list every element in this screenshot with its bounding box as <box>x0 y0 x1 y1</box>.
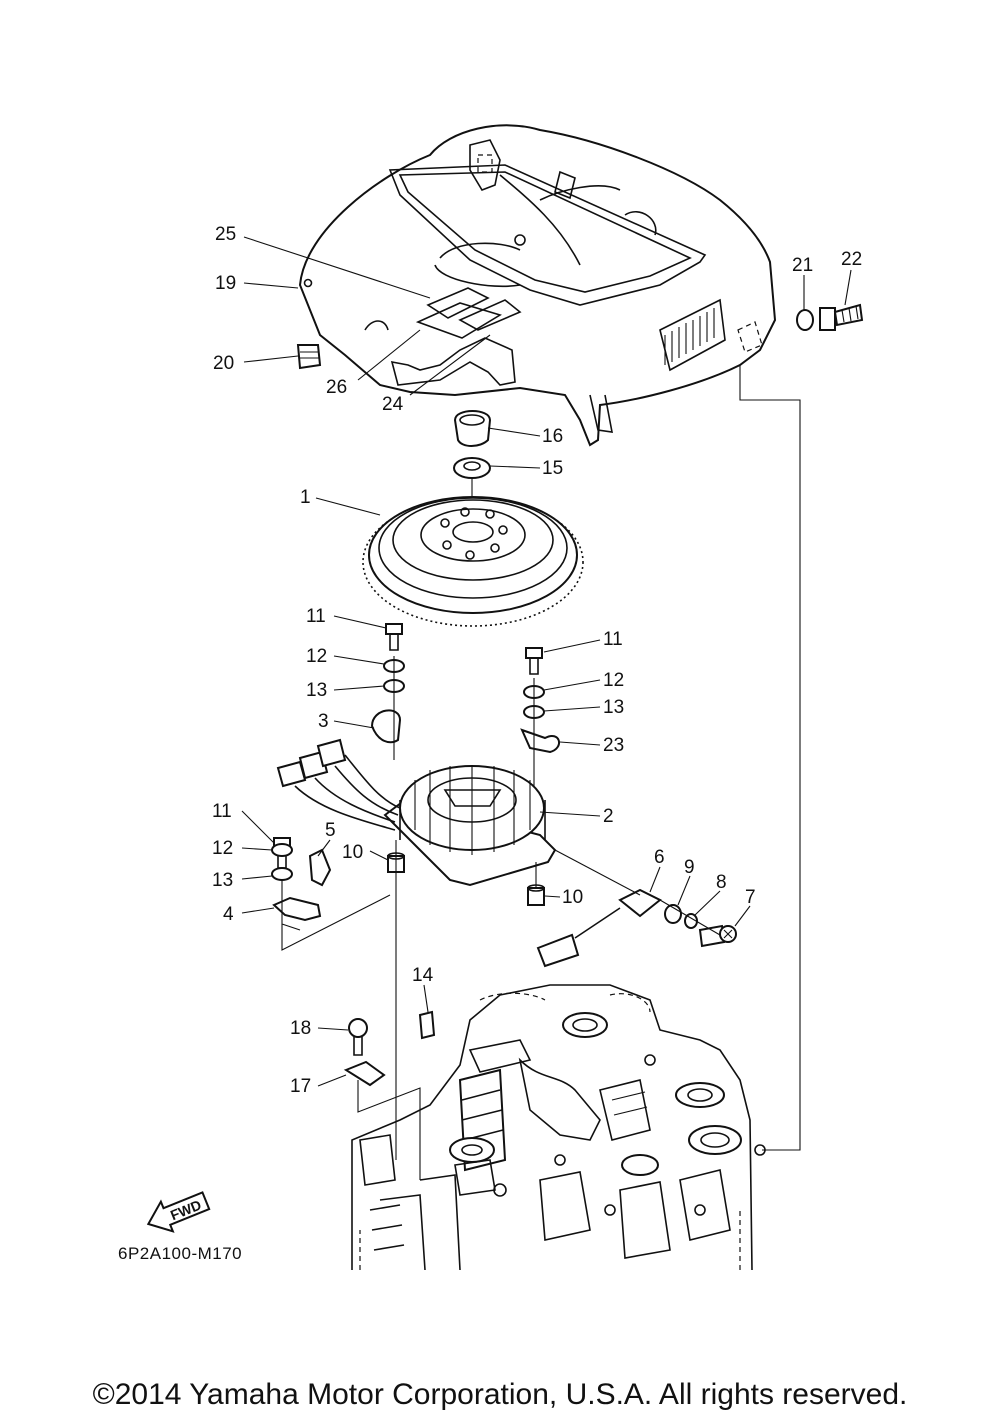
callout-6: 6 <box>654 847 665 868</box>
callout-13-left-upper: 13 <box>306 680 327 701</box>
callout-labels: 25 19 20 26 24 21 22 16 15 1 11 12 13 3 … <box>212 224 862 1097</box>
stator-connectors <box>276 738 401 831</box>
callout-14: 14 <box>412 965 434 986</box>
engine-block <box>351 984 766 1271</box>
callout-25: 25 <box>215 224 236 245</box>
dowel-14 <box>418 1010 436 1040</box>
figure-code: 6P2A100-M170 <box>118 1244 243 1263</box>
callout-12-left-upper: 12 <box>306 646 327 667</box>
callout-11-right: 11 <box>603 629 623 650</box>
callout-15: 15 <box>542 458 563 479</box>
callout-26: 26 <box>326 377 347 398</box>
callout-5: 5 <box>325 820 336 841</box>
flywheel-nut-16 <box>453 410 492 447</box>
callout-11-left-lower: 11 <box>212 801 232 822</box>
callout-3: 3 <box>318 711 329 732</box>
callout-12-left-lower: 12 <box>212 838 233 859</box>
washer-12-left-lower <box>271 843 293 857</box>
bolt-11-right <box>525 647 543 675</box>
parts-diagram: 25 19 20 26 24 21 22 16 15 1 11 12 13 3 … <box>146 124 864 1271</box>
clamp-3 <box>370 709 402 744</box>
callout-21: 21 <box>792 255 813 276</box>
callout-2: 2 <box>603 806 614 827</box>
callout-23: 23 <box>603 735 624 756</box>
clip-5 <box>308 848 332 887</box>
bracket-17 <box>343 1060 386 1087</box>
callout-16: 16 <box>542 426 563 447</box>
pulser-coil-6 <box>536 888 662 968</box>
callout-4: 4 <box>223 904 234 925</box>
callout-22: 22 <box>841 249 862 270</box>
callout-10-right: 10 <box>562 887 583 908</box>
bolt-18 <box>348 1018 368 1056</box>
washer-13-left-lower <box>271 867 293 881</box>
callout-1: 1 <box>300 487 311 508</box>
copyright-notice: ©2014 Yamaha Motor Corporation, U.S.A. A… <box>92 1378 908 1411</box>
callout-11-left-upper: 11 <box>306 606 326 627</box>
flywheel-magneto <box>362 496 584 627</box>
callout-17: 17 <box>290 1076 311 1097</box>
callout-8: 8 <box>716 872 727 893</box>
washer-15 <box>453 457 491 479</box>
callout-24: 24 <box>382 394 404 415</box>
callout-20: 20 <box>213 353 234 374</box>
flywheel-cover <box>298 124 777 447</box>
leader-lines <box>241 236 852 1087</box>
bracket-4 <box>272 896 322 922</box>
stator-coil <box>383 765 557 887</box>
callout-9: 9 <box>684 857 695 878</box>
bolt-11-left-upper <box>385 623 403 651</box>
callout-18: 18 <box>290 1018 311 1039</box>
fwd-arrow-icon: FWD <box>146 1191 211 1233</box>
callout-7: 7 <box>745 887 756 908</box>
callout-13-left-lower: 13 <box>212 870 233 891</box>
collar-bolt-21-22 <box>796 303 864 331</box>
grommet-20 <box>296 344 322 370</box>
clamp-23 <box>520 728 560 754</box>
screw-7 <box>698 924 737 948</box>
reference-line <box>739 365 801 1151</box>
callout-13-right: 13 <box>603 697 624 718</box>
callout-19: 19 <box>215 273 236 294</box>
callout-12-right: 12 <box>603 670 624 691</box>
callout-10-left: 10 <box>342 842 363 863</box>
